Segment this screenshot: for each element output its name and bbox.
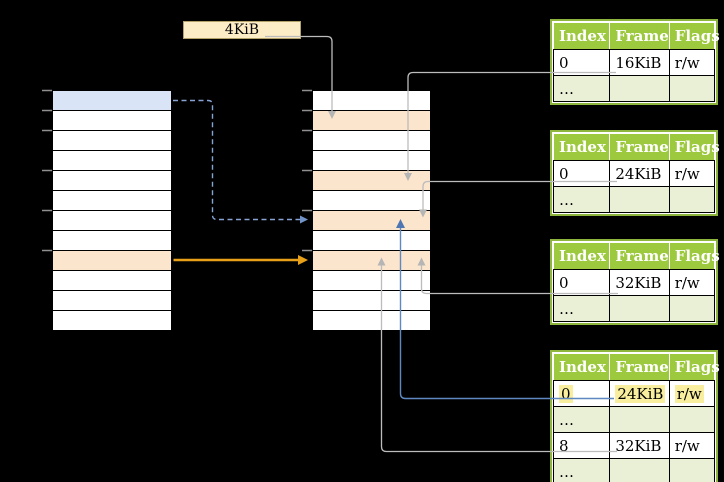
column-header-index: Index bbox=[552, 133, 611, 161]
flags-cell: r/w bbox=[668, 160, 716, 187]
flags-cell bbox=[668, 75, 716, 102]
left-stack-row-1 bbox=[53, 111, 171, 131]
table-row: 0 16KiB r/w bbox=[552, 49, 716, 76]
table-row-ellipsis: … bbox=[552, 406, 716, 433]
left-stack-row-8-highlighted bbox=[53, 251, 171, 271]
column-header-flags: Flags bbox=[668, 133, 720, 161]
left-stack-row-7 bbox=[53, 231, 171, 251]
highlight-mark: 0 bbox=[559, 384, 573, 403]
table-row-ellipsis: … bbox=[552, 458, 716, 482]
index-cell: 0 bbox=[552, 380, 611, 407]
index-cell: … bbox=[552, 75, 611, 102]
highlight-mark: 24KiB bbox=[615, 384, 666, 403]
page-table-3: Index Frame Flags 0 32KiB r/w … bbox=[550, 239, 720, 325]
left-stack-row-2 bbox=[53, 131, 171, 151]
middle-stack-row-8-highlighted bbox=[313, 251, 430, 271]
column-header-frame: Frame bbox=[609, 133, 670, 161]
middle-stack-row-2 bbox=[313, 131, 430, 151]
column-header-frame: Frame bbox=[609, 242, 670, 270]
middle-stack-row-10 bbox=[313, 291, 430, 311]
table-row: 8 32KiB r/w bbox=[552, 432, 716, 459]
left-stack-row-0-highlighted bbox=[53, 91, 171, 111]
column-header-flags: Flags bbox=[668, 353, 720, 381]
left-stack-row-11 bbox=[53, 311, 171, 330]
left-column-table bbox=[52, 90, 172, 331]
left-stack-row-9 bbox=[53, 271, 171, 291]
frame-cell: 16KiB bbox=[609, 49, 670, 76]
left-stack-row-4 bbox=[53, 171, 171, 191]
left-row0-dashed-arrow bbox=[173, 99, 308, 224]
frame-cell: 24KiB bbox=[609, 160, 670, 187]
frame-cell bbox=[609, 458, 670, 482]
table-row-ellipsis: … bbox=[552, 75, 716, 102]
middle-stack-row-4-highlighted bbox=[313, 171, 430, 191]
left-stack-row-3 bbox=[53, 151, 171, 171]
index-cell: … bbox=[552, 186, 611, 213]
flags-cell: r/w bbox=[668, 432, 716, 459]
flags-cell bbox=[668, 186, 716, 213]
page-table-1: Index Frame Flags 0 16KiB r/w … bbox=[550, 19, 720, 105]
flags-cell bbox=[668, 295, 716, 322]
flags-cell: r/w bbox=[668, 269, 716, 296]
frame-cell bbox=[609, 295, 670, 322]
flags-cell: r/w bbox=[668, 49, 716, 76]
index-cell: … bbox=[552, 406, 611, 433]
flags-cell bbox=[668, 458, 716, 482]
middle-stack-row-3 bbox=[313, 151, 430, 171]
table-row-highlighted: 0 24KiB r/w bbox=[552, 380, 716, 407]
left-stack-row-6 bbox=[53, 211, 171, 231]
table-row-ellipsis: … bbox=[552, 186, 716, 213]
middle-stack-row-9 bbox=[313, 271, 430, 291]
table-header-row: Index Frame Flags bbox=[552, 133, 720, 161]
middle-stack-row-6-highlighted bbox=[313, 211, 430, 231]
middle-stack-row-1-highlighted bbox=[313, 111, 430, 131]
index-cell: 0 bbox=[552, 269, 611, 296]
middle-column-table bbox=[312, 90, 431, 331]
frame-cell: 32KiB bbox=[609, 432, 670, 459]
frame-cell: 32KiB bbox=[609, 269, 670, 296]
left-stack-row-10 bbox=[53, 291, 171, 311]
table-header-row: Index Frame Flags bbox=[552, 242, 720, 270]
index-cell: 8 bbox=[552, 432, 611, 459]
frame-cell bbox=[609, 75, 670, 102]
index-cell: 0 bbox=[552, 49, 611, 76]
column-header-index: Index bbox=[552, 242, 611, 270]
middle-stack-row-5 bbox=[313, 191, 430, 211]
flags-cell: r/w bbox=[668, 380, 716, 407]
highlight-mark: r/w bbox=[674, 384, 704, 403]
frame-cell bbox=[609, 406, 670, 433]
frame-cell bbox=[609, 186, 670, 213]
frame-size-label-text: 4KiB bbox=[224, 22, 260, 38]
column-header-frame: Frame bbox=[609, 353, 670, 381]
table-row: 0 24KiB r/w bbox=[552, 160, 716, 187]
table-header-row: Index Frame Flags bbox=[552, 353, 720, 381]
column-header-flags: Flags bbox=[668, 22, 720, 50]
table-header-row: Index Frame Flags bbox=[552, 22, 720, 50]
flags-cell bbox=[668, 406, 716, 433]
column-header-flags: Flags bbox=[668, 242, 720, 270]
column-header-index: Index bbox=[552, 22, 611, 50]
index-cell: 0 bbox=[552, 160, 611, 187]
index-cell: … bbox=[552, 295, 611, 322]
middle-stack-row-11 bbox=[313, 311, 430, 330]
index-cell: … bbox=[552, 458, 611, 482]
middle-stack-row-0 bbox=[313, 91, 430, 111]
frame-size-label: 4KiB bbox=[183, 21, 301, 39]
frame-cell: 24KiB bbox=[609, 380, 670, 407]
column-header-frame: Frame bbox=[609, 22, 670, 50]
column-header-index: Index bbox=[552, 353, 611, 381]
page-table-2: Index Frame Flags 0 24KiB r/w … bbox=[550, 130, 720, 216]
middle-stack-row-7 bbox=[313, 231, 430, 251]
page-table-4: Index Frame Flags 0 24KiB r/w … 8 32KiB … bbox=[550, 350, 720, 482]
table-row-ellipsis: … bbox=[552, 295, 716, 322]
left-stack-row-5 bbox=[53, 191, 171, 211]
table-row: 0 32KiB r/w bbox=[552, 269, 716, 296]
